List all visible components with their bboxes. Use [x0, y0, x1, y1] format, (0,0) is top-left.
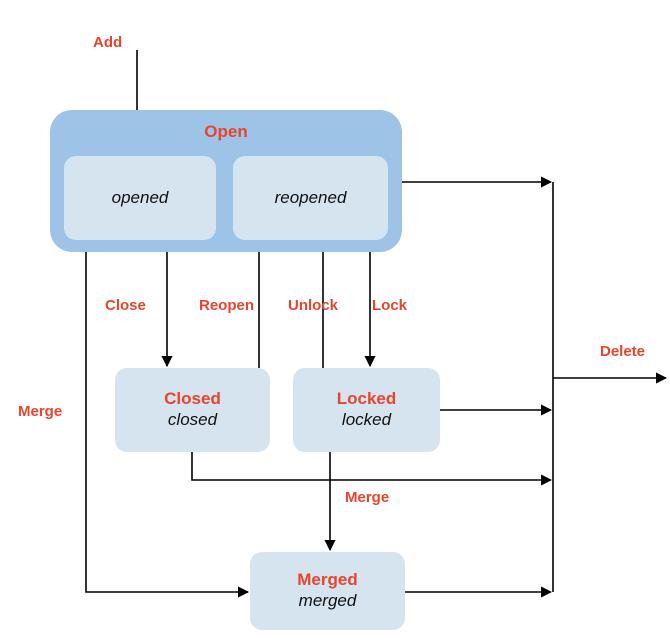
- edge-label-reopen: Reopen: [199, 297, 255, 314]
- edge-label-merge-open: Merge: [18, 403, 63, 420]
- edge-label-delete: Delete: [600, 343, 646, 360]
- group-open-label: Open: [204, 122, 248, 141]
- state-closed-subtitle: closed: [167, 410, 218, 429]
- state-merged-title: Merged: [297, 570, 358, 590]
- state-merged[interactable]: Merged merged: [250, 552, 405, 630]
- edge-closed-to-rail: [191, 452, 553, 486]
- edge-merge-open: [85, 252, 250, 598]
- state-closed[interactable]: Closed closed: [115, 368, 270, 452]
- edge-label-close: Close: [105, 297, 146, 314]
- edge-label-unlock: Unlock: [288, 297, 339, 314]
- state-reopened[interactable]: reopened: [233, 156, 388, 240]
- state-opened-label: opened: [111, 188, 169, 207]
- state-locked[interactable]: Locked locked: [293, 368, 440, 452]
- state-opened[interactable]: opened: [64, 156, 216, 240]
- state-locked-title: Locked: [336, 389, 397, 409]
- edge-label-merge-locked: Merge: [345, 489, 390, 506]
- state-reopened-label: reopened: [274, 188, 347, 207]
- edge-label-lock: Lock: [372, 297, 408, 314]
- state-closed-title: Closed: [164, 389, 221, 409]
- state-merged-subtitle: merged: [298, 591, 357, 610]
- edge-label-add: Add: [93, 34, 123, 51]
- state-locked-subtitle: locked: [341, 410, 392, 429]
